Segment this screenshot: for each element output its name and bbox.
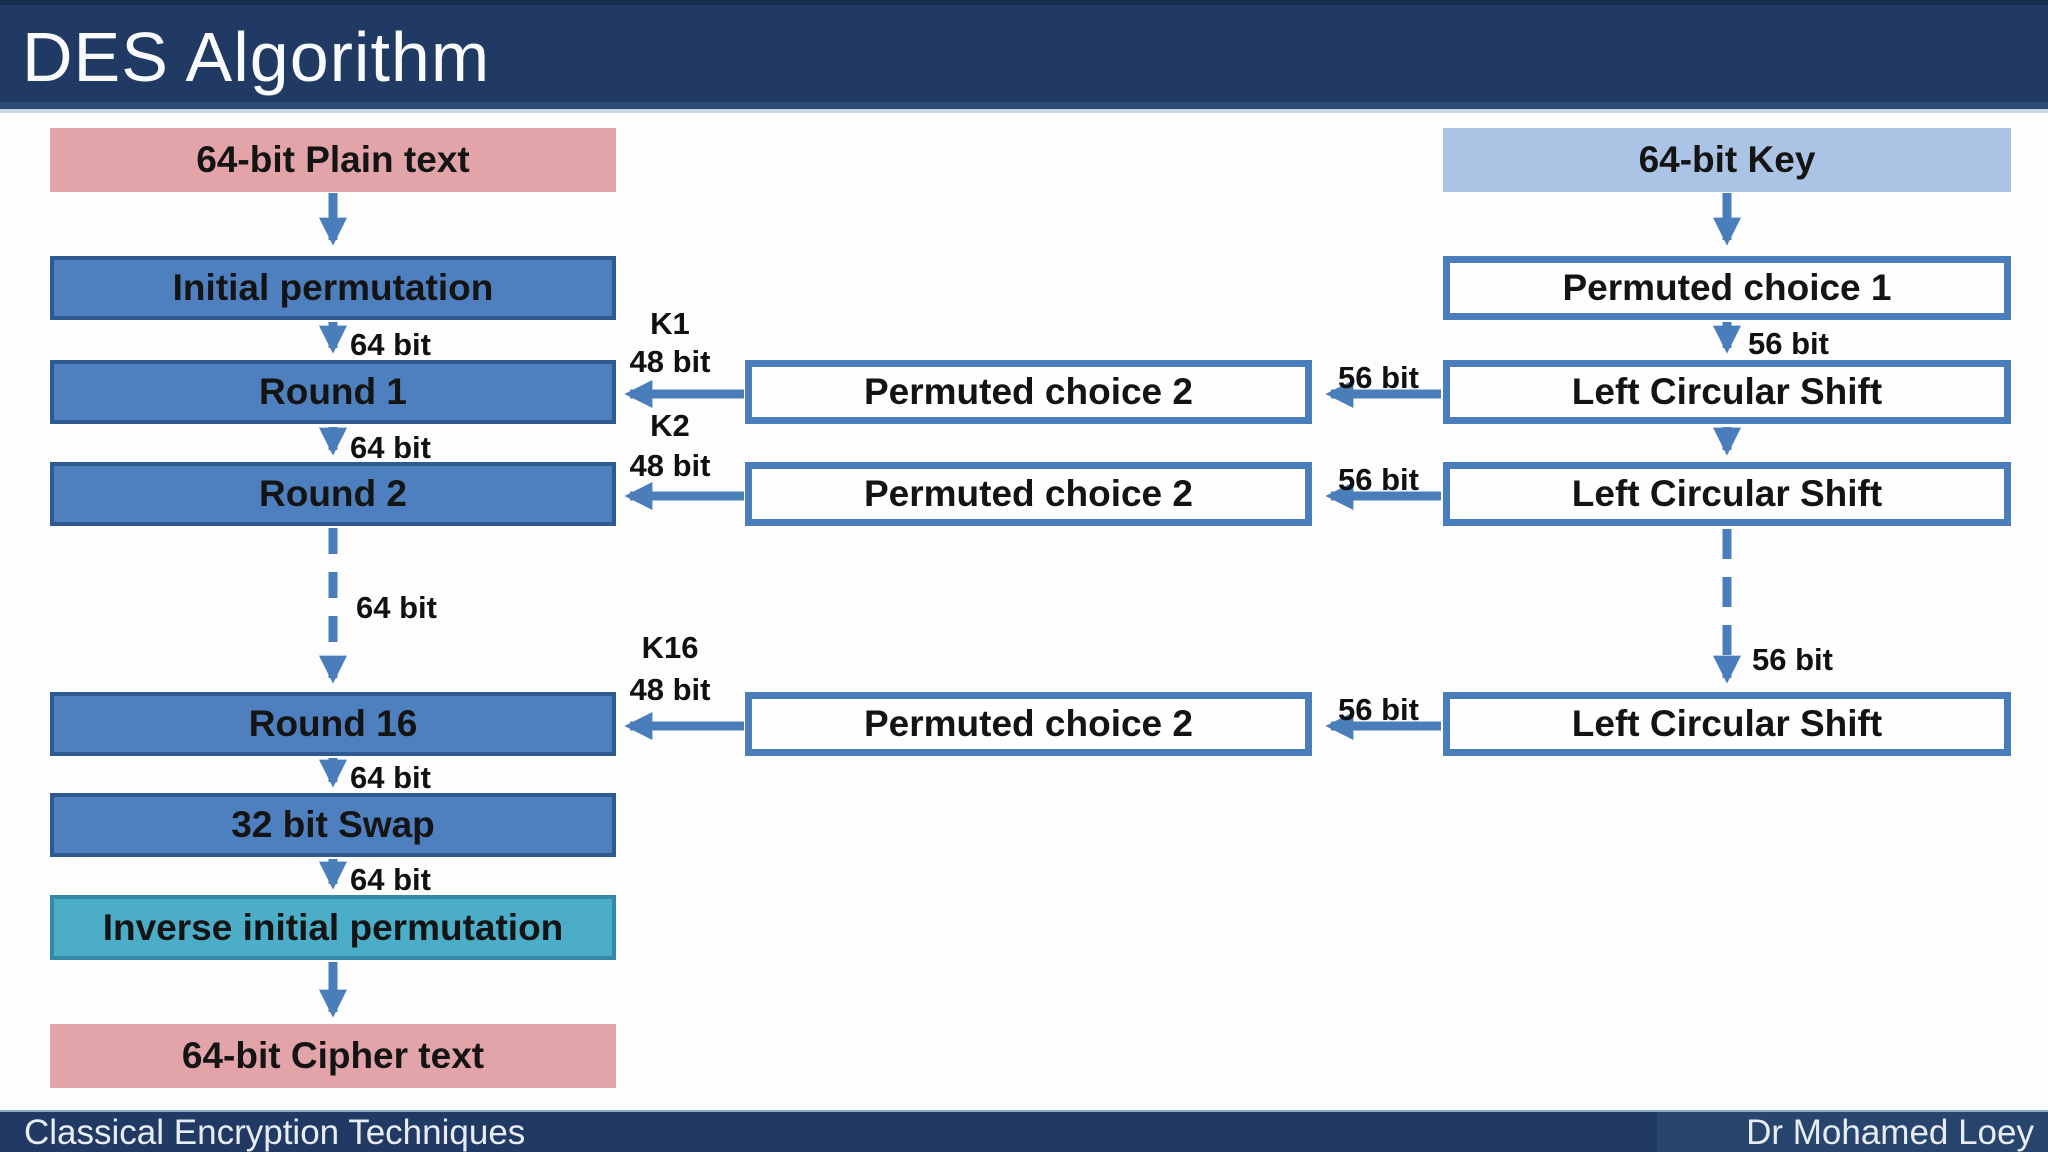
label-64bit-dashed: 64 bit [356, 590, 437, 625]
label-64bit-swap-iip: 64 bit [350, 862, 431, 897]
label-64bit-r16-swap: 64 bit [350, 760, 431, 795]
label-56bit-row16: 56 bit [1338, 692, 1419, 727]
page-title: DES Algorithm [22, 17, 491, 96]
box-inverse-initial-permutation: Inverse initial permutation [50, 895, 616, 960]
label-56bit-row1: 56 bit [1338, 360, 1419, 395]
box-permuted-choice-2-row2: Permuted choice 2 [745, 462, 1312, 526]
footer-course-title: Classical Encryption Techniques [24, 1113, 526, 1152]
box-64bit-key: 64-bit Key [1443, 128, 2011, 192]
box-plain-text: 64-bit Plain text [50, 128, 616, 192]
label-k16-48bit: 48 bit [629, 672, 711, 707]
header-bar [0, 0, 2048, 113]
label-k2: K2 [650, 408, 690, 443]
box-round-2: Round 2 [50, 462, 616, 526]
footer-bar: Classical Encryption Techniques Dr Moham… [0, 1110, 2048, 1152]
box-32bit-swap: 32 bit Swap [50, 793, 616, 857]
box-permuted-choice-2-row1: Permuted choice 2 [745, 360, 1312, 424]
box-round-1: Round 1 [50, 360, 616, 424]
label-56bit-pc1-lcs1: 56 bit [1748, 326, 1829, 361]
label-k2-48bit: 48 bit [629, 448, 711, 483]
footer-author: Dr Mohamed Loey [1746, 1113, 2034, 1152]
label-k1-48bit: 48 bit [629, 344, 711, 379]
box-permuted-choice-2-row16: Permuted choice 2 [745, 692, 1312, 756]
label-k16: K16 [641, 630, 699, 665]
box-left-circular-shift-row16: Left Circular Shift [1443, 692, 2011, 756]
box-left-circular-shift-row1: Left Circular Shift [1443, 360, 2011, 424]
footer-right-panel [1657, 1112, 2048, 1152]
label-56bit-row2: 56 bit [1338, 462, 1419, 497]
box-initial-permutation: Initial permutation [50, 256, 616, 320]
box-permuted-choice-1: Permuted choice 1 [1443, 256, 2011, 320]
box-cipher-text: 64-bit Cipher text [50, 1024, 616, 1088]
label-64bit-ip-r1: 64 bit [350, 327, 431, 362]
label-56bit-dashed: 56 bit [1752, 642, 1833, 677]
box-left-circular-shift-row2: Left Circular Shift [1443, 462, 2011, 526]
box-round-16: Round 16 [50, 692, 616, 756]
label-k1: K1 [650, 306, 690, 341]
label-64bit-r1-r2: 64 bit [350, 430, 431, 465]
